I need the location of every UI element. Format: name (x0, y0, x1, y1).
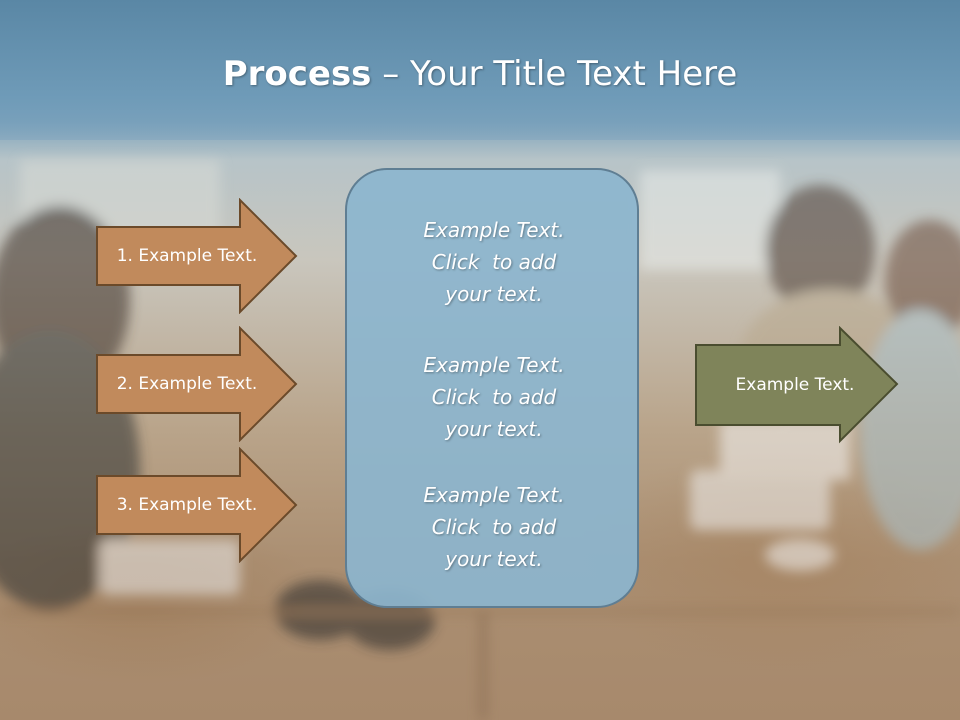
title-bar: Process – Your Title Text Here (0, 0, 960, 140)
center-block-2-line-1: Example Text. (423, 353, 565, 377)
title-bold: Process (222, 54, 372, 94)
arrow-shape-3 (96, 447, 298, 563)
center-text-box[interactable]: Example Text. Click to add your text. Ex… (345, 168, 639, 608)
center-block-3-line-2: Click to add (431, 515, 557, 539)
left-arrow-3[interactable]: 3. Example Text. (96, 447, 300, 563)
arrow-shape-2 (96, 326, 298, 442)
center-block-1-line-2: Click to add (431, 250, 557, 274)
page-title: Process – Your Title Text Here (0, 52, 960, 96)
arrow-shape-1 (96, 198, 298, 314)
center-block-1-line-3: your text. (445, 282, 543, 306)
left-arrow-2[interactable]: 2. Example Text. (96, 326, 300, 442)
center-block-1-line-1: Example Text. (423, 218, 565, 242)
left-arrow-1[interactable]: 1. Example Text. (96, 198, 300, 314)
left-arrow-1-label: 1. Example Text. (116, 246, 258, 266)
center-block-3-line-3: your text. (445, 547, 543, 571)
left-arrow-3-label: 3. Example Text. (116, 495, 258, 515)
center-block-3: Example Text. Click to add your text. (347, 479, 641, 575)
center-block-2-line-3: your text. (445, 417, 543, 441)
right-arrow[interactable]: Example Text. (695, 326, 901, 444)
center-block-2-line-2: Click to add (431, 385, 557, 409)
center-block-1: Example Text. Click to add your text. (347, 214, 641, 310)
center-block-3-line-1: Example Text. (423, 483, 565, 507)
left-arrow-2-label: 2. Example Text. (116, 374, 258, 394)
title-rest: – Your Title Text Here (371, 54, 738, 94)
right-arrow-shape (695, 326, 899, 444)
center-block-2: Example Text. Click to add your text. (347, 349, 641, 445)
right-arrow-label: Example Text. (735, 375, 855, 395)
